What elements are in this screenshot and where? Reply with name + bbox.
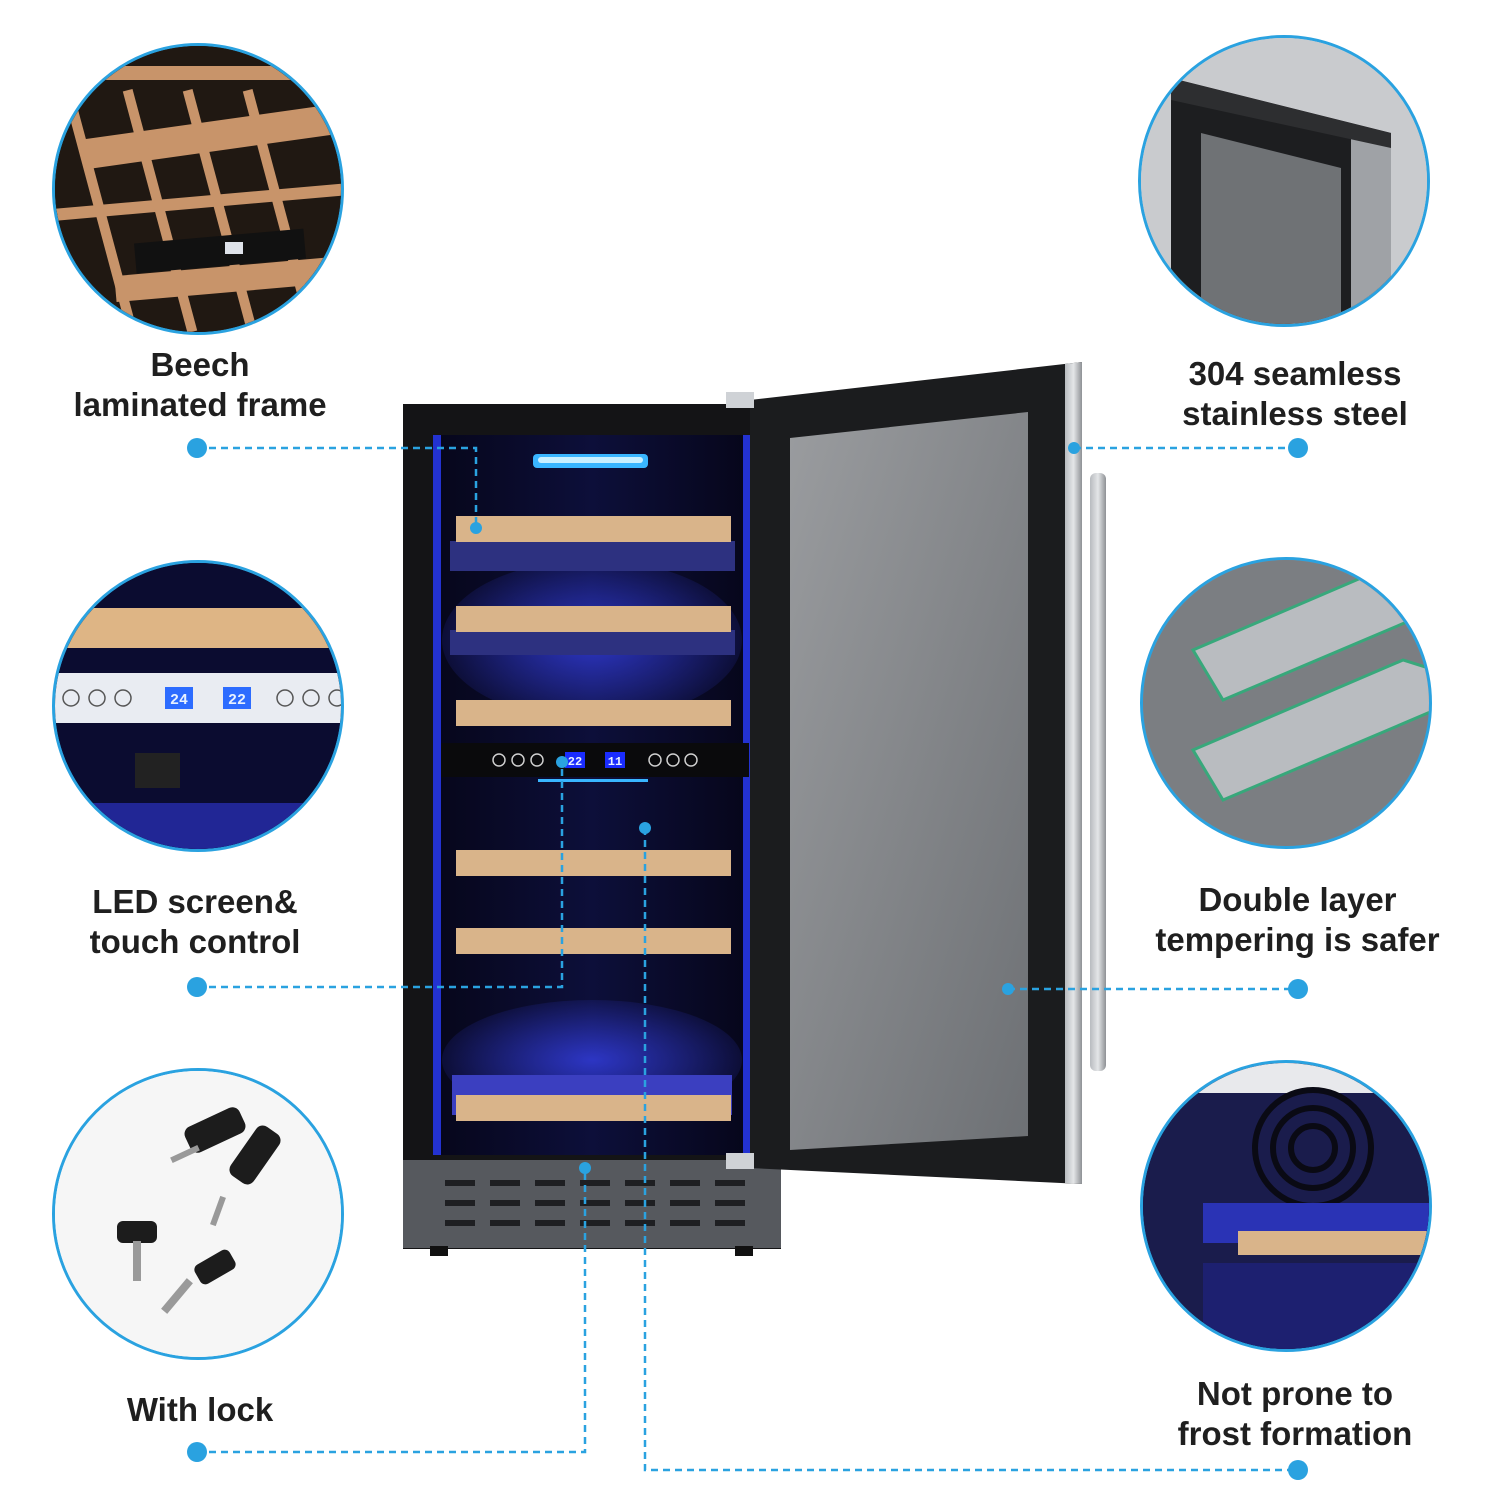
frost-line2: frost formation bbox=[1177, 1415, 1413, 1452]
led-screen-circle: 24 22 bbox=[52, 560, 344, 852]
beech-shelf-closeup bbox=[55, 46, 341, 332]
steel-line1: 304 seamless bbox=[1188, 355, 1402, 392]
open-glass-door bbox=[726, 362, 1106, 1184]
frost-circle bbox=[1140, 1060, 1432, 1352]
leveling-foot-icon bbox=[117, 1221, 236, 1314]
beech-label: Beech laminated frame bbox=[40, 345, 360, 425]
glass-dot bbox=[1288, 979, 1308, 999]
steel-label: 304 seamless stainless steel bbox=[1130, 354, 1460, 434]
frost-line1: Not prone to bbox=[1196, 1375, 1394, 1412]
wooden-shelves bbox=[450, 516, 735, 1121]
led-dot bbox=[187, 977, 207, 997]
led-label: LED screen& touch control bbox=[40, 882, 350, 962]
glass-label: Double layer tempering is safer bbox=[1130, 880, 1465, 960]
frost-fan-closeup bbox=[1143, 1063, 1429, 1349]
led-panel-closeup: 24 22 bbox=[55, 563, 341, 849]
door-handle bbox=[1090, 473, 1106, 1071]
beech-line2: laminated frame bbox=[73, 386, 327, 423]
bottom-vent bbox=[403, 1160, 781, 1256]
led-line1: LED screen& bbox=[92, 883, 298, 920]
control-panel bbox=[441, 743, 749, 782]
led-zone1-value: 24 bbox=[170, 692, 188, 709]
beech-dot bbox=[187, 438, 207, 458]
glass-circle bbox=[1140, 557, 1432, 849]
led-line2: touch control bbox=[89, 923, 301, 960]
double-glass-closeup bbox=[1143, 560, 1429, 846]
lock-line1: With lock bbox=[126, 1391, 274, 1428]
led-zone2-value: 22 bbox=[228, 692, 246, 709]
beech-line1: Beech bbox=[150, 346, 250, 383]
frost-label: Not prone to frost formation bbox=[1130, 1374, 1460, 1454]
lock-dot bbox=[187, 1442, 207, 1462]
glass-line2: tempering is safer bbox=[1155, 921, 1440, 958]
steel-circle bbox=[1138, 35, 1430, 327]
frost-dot bbox=[1288, 1460, 1308, 1480]
steel-dot bbox=[1288, 438, 1308, 458]
steel-line2: stainless steel bbox=[1182, 395, 1408, 432]
lock-circle bbox=[52, 1068, 344, 1360]
lock-label: With lock bbox=[40, 1390, 360, 1430]
beech-frame-circle bbox=[52, 43, 344, 335]
lock-keys-closeup bbox=[55, 1071, 341, 1357]
key-icon bbox=[170, 1107, 281, 1227]
glass-line1: Double layer bbox=[1198, 881, 1397, 918]
steel-frame-closeup bbox=[1141, 38, 1427, 324]
